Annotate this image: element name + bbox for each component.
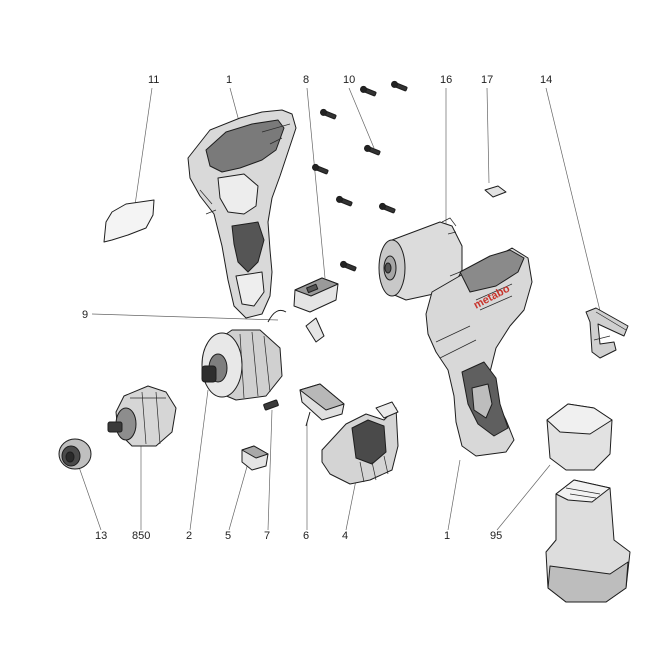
callout-10: 10 bbox=[343, 74, 355, 86]
callout-2: 2 bbox=[186, 530, 192, 542]
slider-part-6 bbox=[299, 383, 345, 427]
pad-part-17 bbox=[484, 185, 507, 198]
callout-1-top: 1 bbox=[226, 74, 232, 86]
contact-strip-part-7 bbox=[263, 399, 279, 411]
switch-part-8 bbox=[293, 277, 339, 313]
bracket-part-5 bbox=[241, 445, 269, 471]
callout-7: 7 bbox=[264, 530, 270, 542]
battery-part-95 bbox=[545, 403, 631, 603]
leader-lines bbox=[78, 87, 602, 531]
callout-13: 13 bbox=[95, 530, 107, 542]
electronics-module-part-4 bbox=[321, 401, 399, 485]
callout-numbers: 11 1 8 10 16 17 14 9 13 850 2 5 7 6 4 1 … bbox=[82, 74, 552, 542]
nut-part-13 bbox=[58, 438, 92, 470]
gearbox-part-2 bbox=[201, 329, 283, 401]
callout-95: 95 bbox=[490, 530, 502, 542]
housing-main-part-1: metabo bbox=[425, 247, 533, 457]
callout-8: 8 bbox=[303, 74, 309, 86]
belt-clip-part-14 bbox=[585, 307, 629, 359]
callout-5: 5 bbox=[225, 530, 231, 542]
callout-4: 4 bbox=[342, 530, 348, 542]
callout-1-bottom: 1 bbox=[444, 530, 450, 542]
callout-9: 9 bbox=[82, 309, 88, 321]
housing-half-left-part-1 bbox=[187, 109, 297, 319]
callout-850: 850 bbox=[132, 530, 150, 542]
callout-16: 16 bbox=[440, 74, 452, 86]
clips-part-9 bbox=[267, 309, 325, 343]
callout-17: 17 bbox=[481, 74, 493, 86]
label-sheet-part-11 bbox=[103, 199, 155, 243]
screws-part-10 bbox=[312, 80, 408, 272]
callout-14: 14 bbox=[540, 74, 552, 86]
chuck-part-850 bbox=[107, 385, 177, 447]
callout-11: 11 bbox=[148, 74, 159, 86]
motor-part-16 bbox=[378, 217, 463, 301]
callout-6: 6 bbox=[303, 530, 309, 542]
